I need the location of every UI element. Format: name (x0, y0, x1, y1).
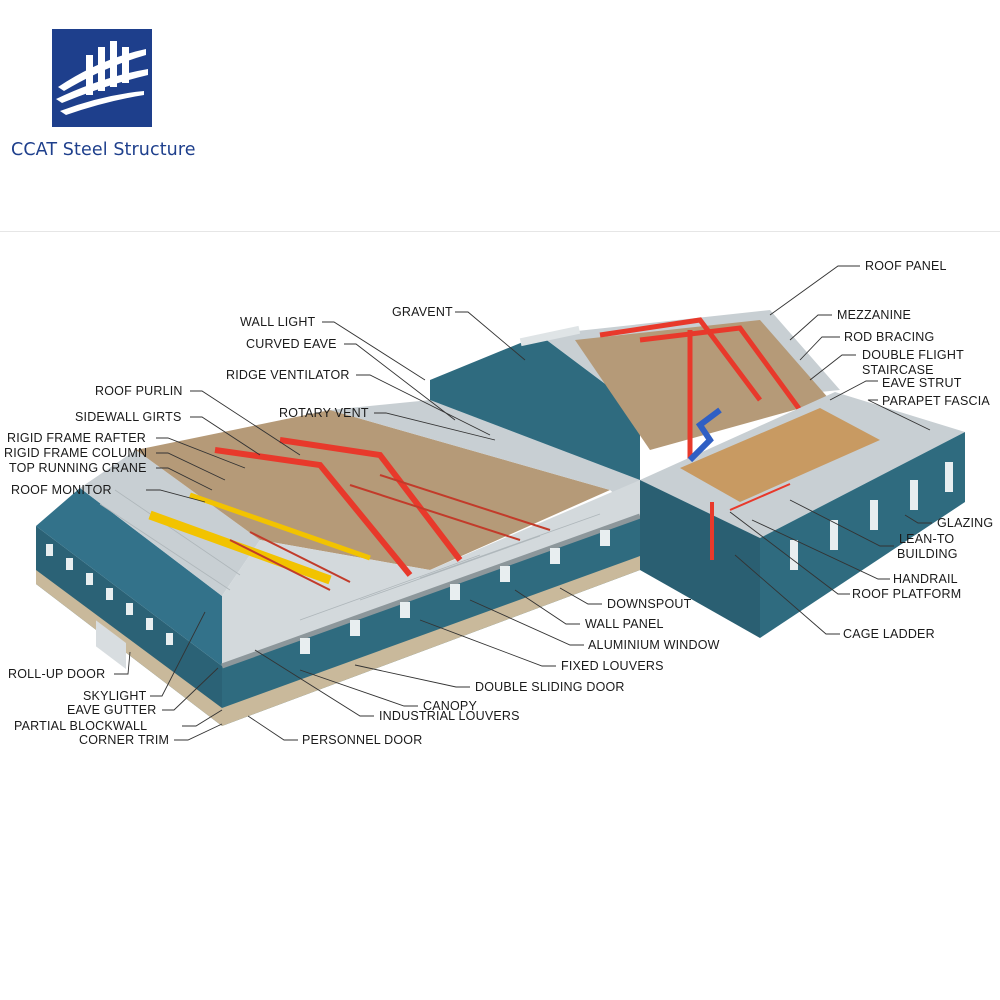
label-wall-light: WALL LIGHT (240, 315, 316, 329)
label-roll-up-door: ROLL-UP DOOR (8, 667, 105, 681)
label-building: BUILDING (897, 547, 958, 561)
label-cage-ladder: CAGE LADDER (843, 627, 935, 641)
tall-roof-cutaway (575, 320, 830, 450)
ccat-building-logo-icon (52, 29, 152, 127)
label-canopy: CANOPY (423, 699, 477, 713)
callout-leaders (114, 265, 932, 741)
gravent-shape (519, 325, 581, 347)
handrail-shape (729, 483, 791, 511)
label-rigid-frame-column: RIGID FRAME COLUMN (4, 446, 147, 460)
callout-labels: ROOF PANEL MEZZANINE ROD BRACING DOUBLE … (4, 259, 993, 747)
building-illustration (36, 310, 965, 726)
lean-to-wall-front (640, 480, 760, 638)
label-downspout: DOWNSPOUT (607, 597, 692, 611)
label-personnel-door: PERSONNEL DOOR (302, 733, 422, 747)
label-partial-blockwall: PARTIAL BLOCKWALL (14, 719, 147, 733)
label-parapet-fascia: PARAPET FASCIA (882, 394, 990, 408)
label-lean-to: LEAN-TO (899, 532, 954, 546)
main-roof-right (330, 400, 640, 516)
label-top-running-crane: TOP RUNNING CRANE (9, 461, 147, 475)
label-corner-trim: CORNER TRIM (79, 733, 169, 747)
label-staircase: STAIRCASE (862, 363, 934, 377)
label-skylight: SKYLIGHT (83, 689, 147, 703)
label-sidewall-girts: SIDEWALL GIRTS (75, 410, 182, 424)
label-eave-gutter: EAVE GUTTER (67, 703, 156, 717)
label-rotary-vent: ROTARY VENT (279, 406, 369, 420)
blockwall-band (36, 570, 222, 726)
eave-gutter (221, 513, 641, 669)
left-gable (36, 488, 222, 666)
label-wall-panel: WALL PANEL (585, 617, 664, 631)
rigid-frames (214, 437, 463, 577)
label-ridge-ventilator: RIDGE VENTILATOR (226, 368, 350, 382)
label-roof-purlin: ROOF PURLIN (95, 384, 183, 398)
label-handrail: HANDRAIL (893, 572, 958, 586)
label-industrial-louvers: INDUSTRIAL LOUVERS (379, 709, 520, 723)
crane-beam (148, 510, 332, 585)
label-curved-eave: CURVED EAVE (246, 337, 337, 351)
lean-to-cutaway (680, 408, 880, 502)
label-eave-strut: EAVE STRUT (882, 376, 962, 390)
label-gravent: GRAVENT (392, 305, 453, 319)
label-roof-platform: ROOF PLATFORM (852, 587, 961, 601)
brand-name: CCAT Steel Structure (11, 140, 196, 160)
label-rigid-frame-rafter: RIGID FRAME RAFTER (7, 431, 146, 445)
label-rod-bracing: ROD BRACING (844, 330, 934, 344)
label-roof-monitor: ROOF MONITOR (11, 483, 112, 497)
label-double-sliding-door: DOUBLE SLIDING DOOR (475, 680, 625, 694)
label-fixed-louvers: FIXED LOUVERS (561, 659, 664, 673)
tall-building-wall (430, 335, 640, 480)
label-double-flight: DOUBLE FLIGHT (862, 348, 964, 362)
label-glazing: GLAZING (937, 516, 993, 530)
label-aluminium-window: ALUMINIUM WINDOW (588, 638, 720, 652)
steel-building-diagram: ROOF PANEL MEZZANINE ROD BRACING DOUBLE … (4, 259, 993, 747)
divider (0, 231, 1000, 232)
label-mezzanine: MEZZANINE (837, 308, 911, 322)
label-roof-panel: ROOF PANEL (865, 259, 947, 273)
roll-up-door-shape (96, 620, 126, 669)
staircase-shape (687, 407, 722, 463)
